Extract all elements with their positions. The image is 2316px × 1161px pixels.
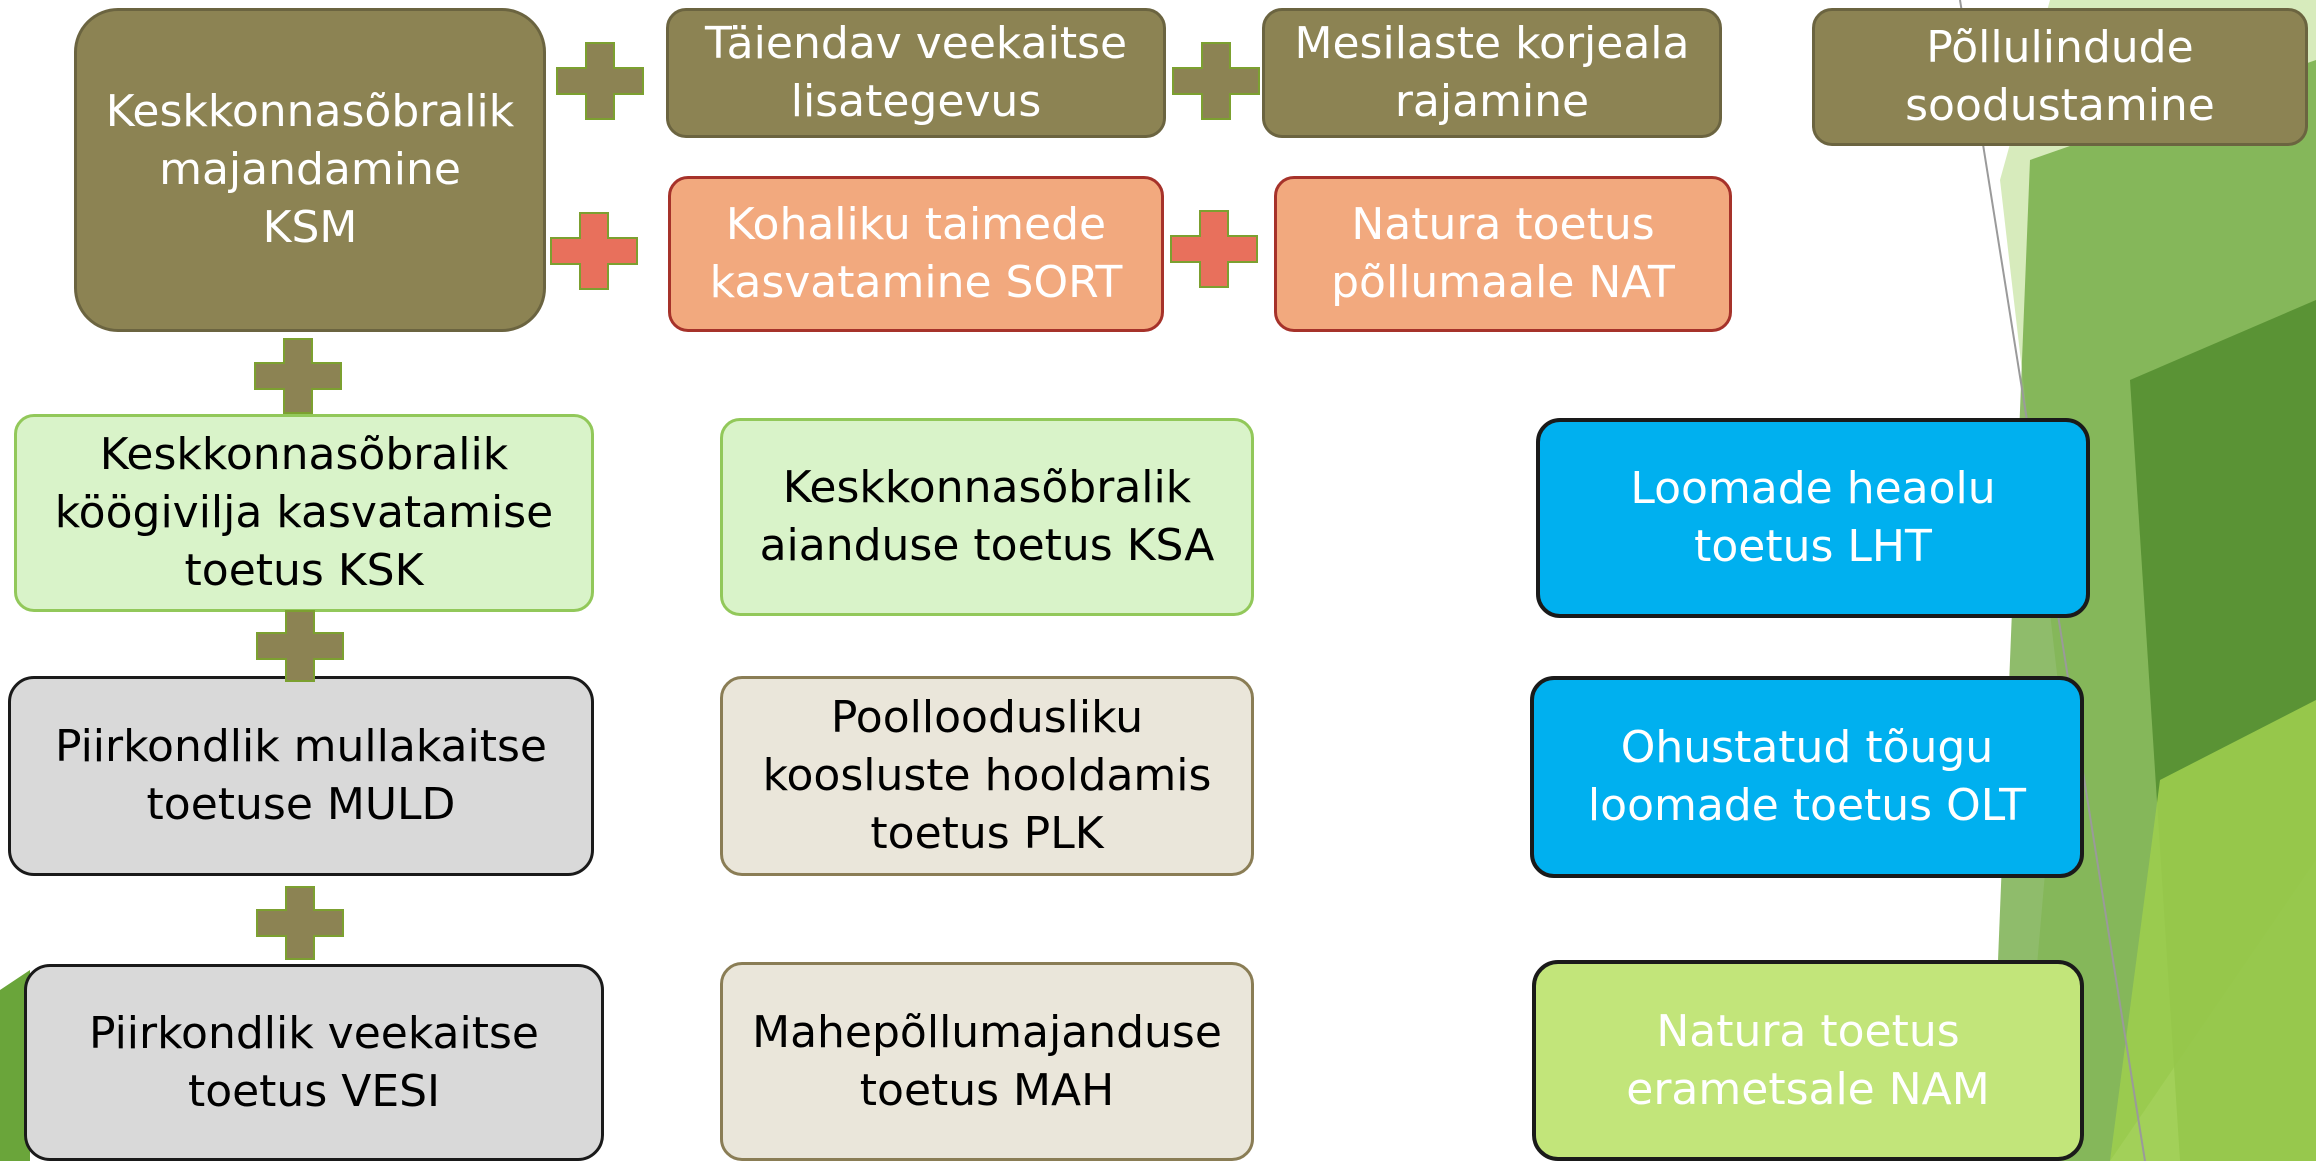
box-olt: Ohustatud tõugu loomade toetus OLT [1530,676,2084,878]
decor-left-strip [0,970,30,1161]
box-ksk: Keskkonnasõbralik köögivilja kasvatamise… [14,414,594,612]
decor-shape-bright [2110,700,2316,1161]
plus-icon [1170,210,1258,288]
plus-icon [256,886,344,960]
plus-icon [256,610,344,682]
plus-icon [1172,42,1260,120]
box-ksa: Keskkonnasõbralik aianduse toetus KSA [720,418,1254,616]
box-mesilaste-korjeala: Mesilaste korjeala rajamine [1262,8,1722,138]
box-plk: Poolloodusliku koosluste hooldamis toetu… [720,676,1254,876]
box-lht: Loomade heaolu toetus LHT [1536,418,2090,618]
plus-icon [556,42,644,120]
box-ksm: Keskkonnasõbralik majandamine KSM [74,8,546,332]
box-pollulindude: Põllulindude soodustamine [1812,8,2308,146]
plus-icon [550,212,638,290]
box-nam: Natura toetus erametsale NAM [1532,960,2084,1161]
box-sort: Kohaliku taimede kasvatamine SORT [668,176,1164,332]
plus-icon [254,338,342,414]
box-muld: Piirkondlik mullakaitse toetuse MULD [8,676,594,876]
box-veekaitse-lisategevus: Täiendav veekaitse lisategevus [666,8,1166,138]
box-vesi: Piirkondlik veekaitse toetus VESI [24,964,604,1161]
box-mah: Mahepõllumajanduse toetus MAH [720,962,1254,1161]
box-nat: Natura toetus põllumaale NAT [1274,176,1732,332]
